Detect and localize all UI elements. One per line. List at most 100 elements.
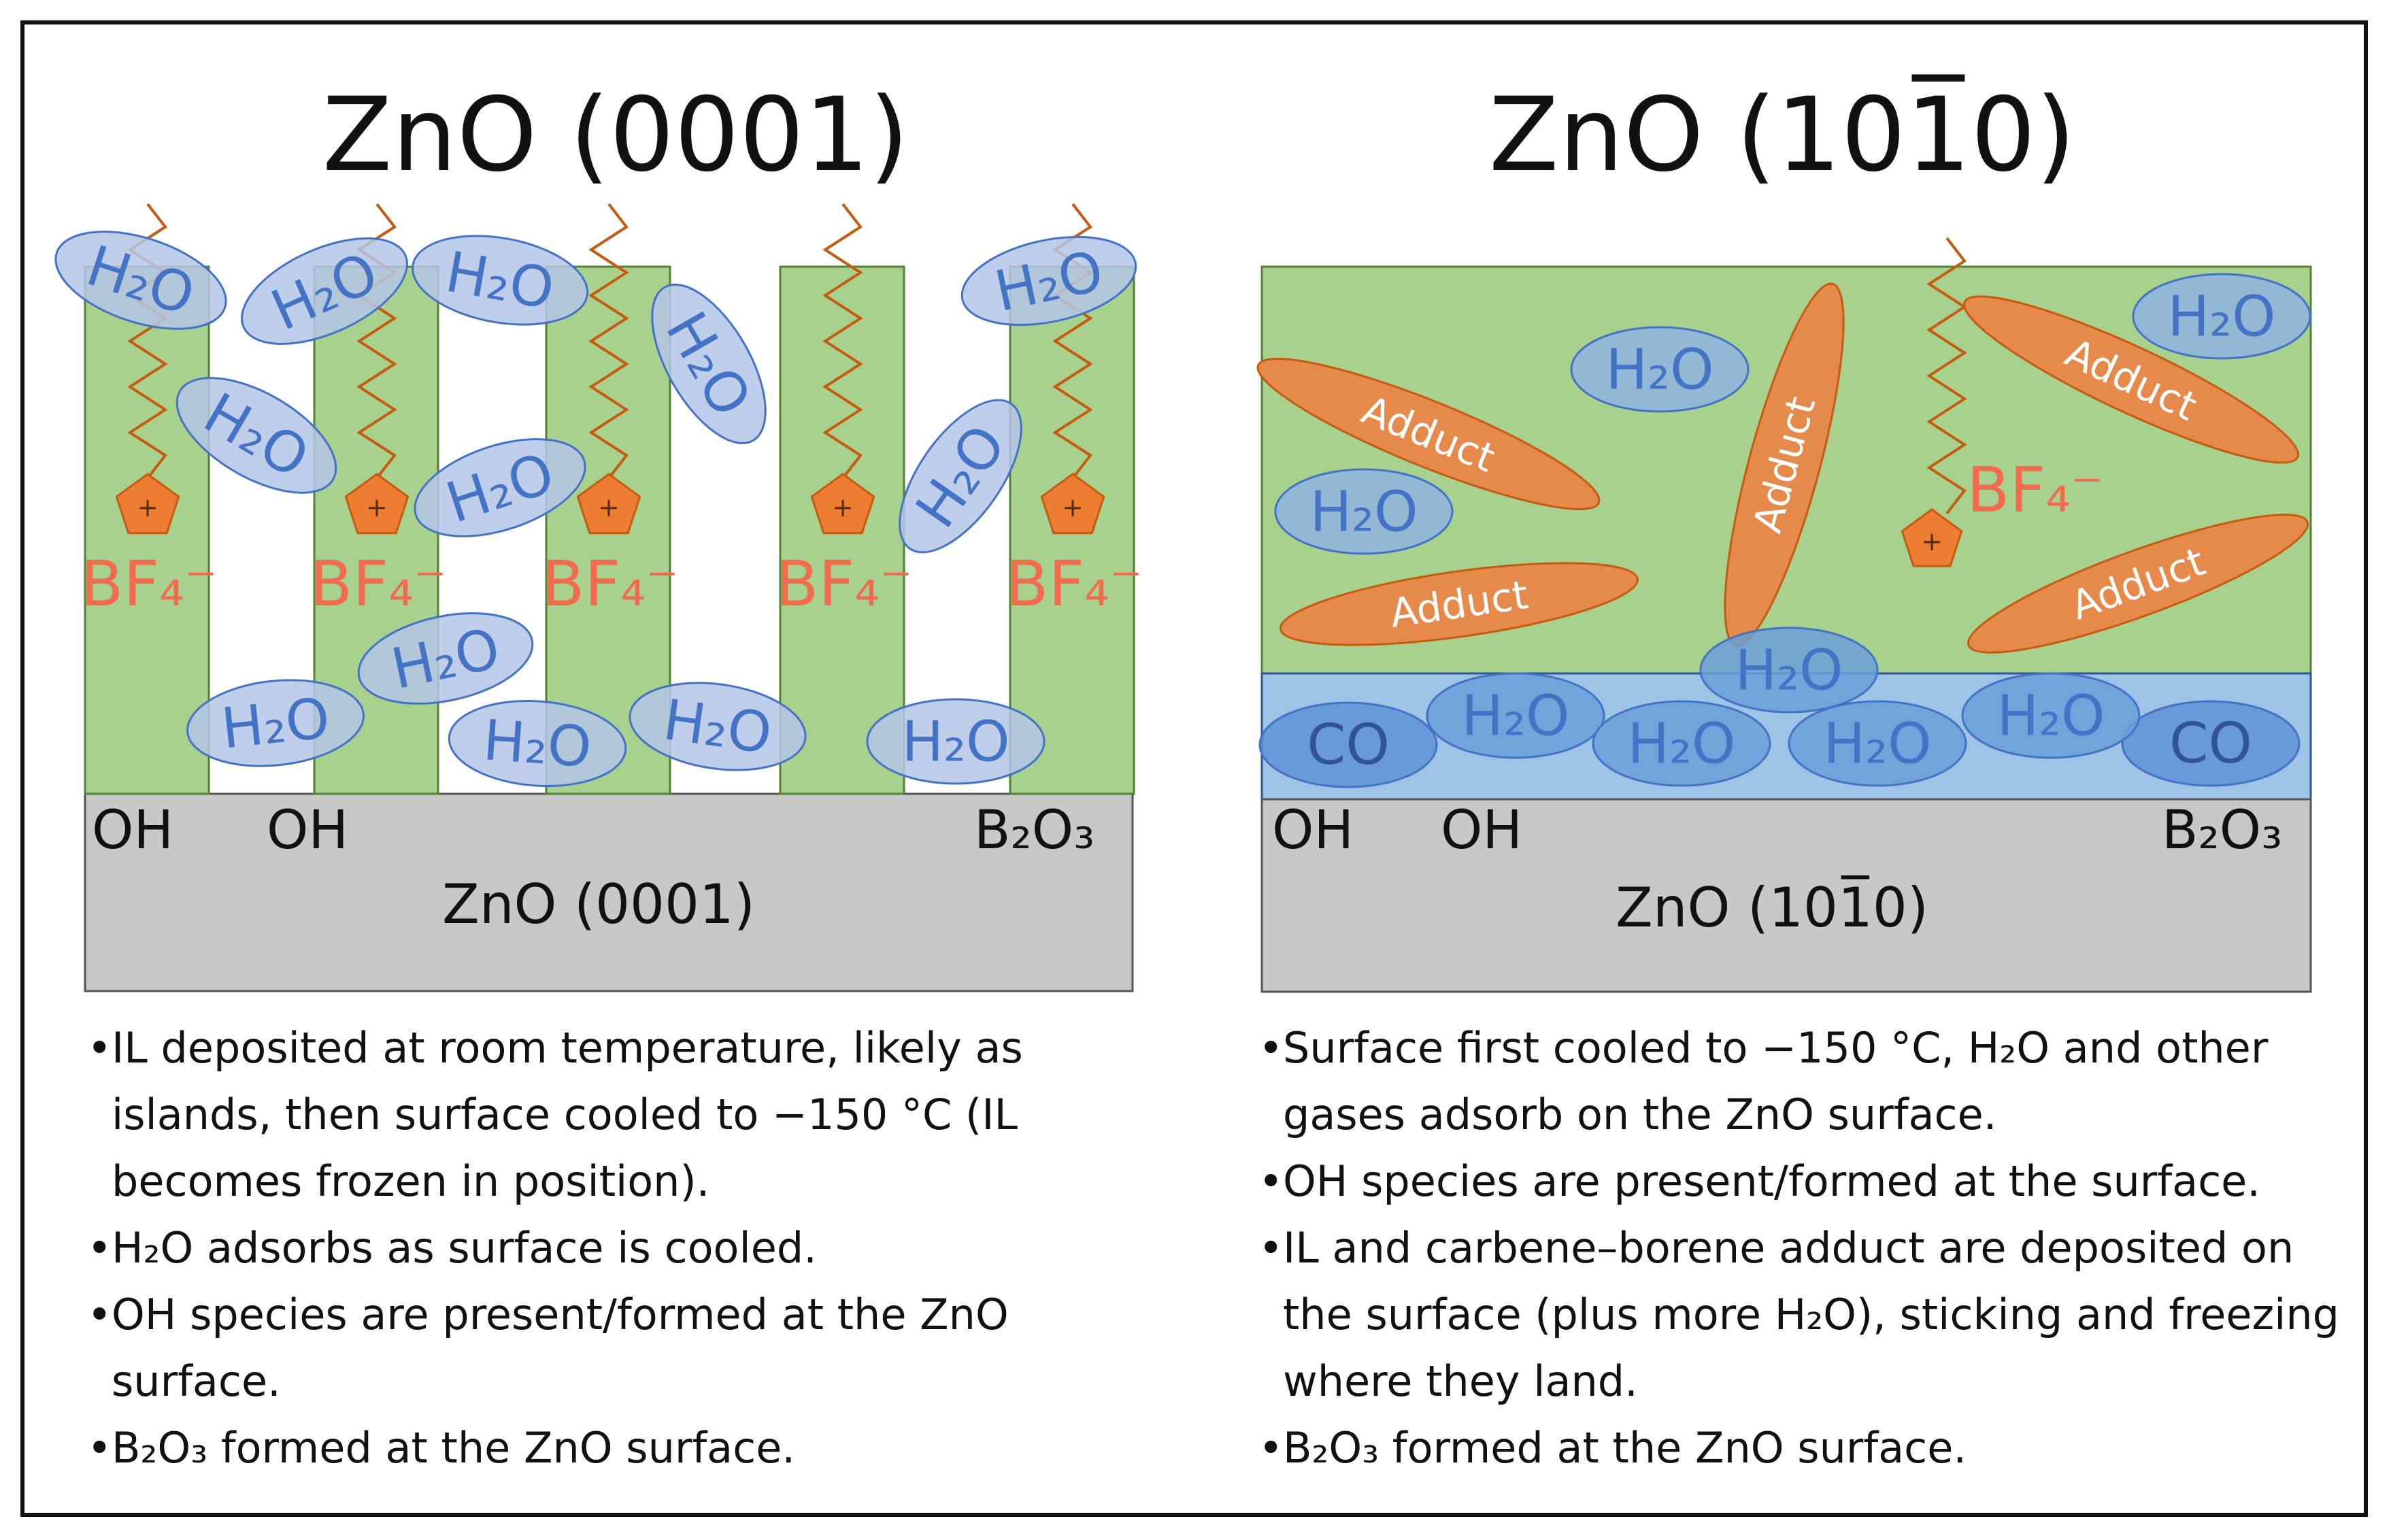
cation-ring <box>115 473 180 535</box>
co-ellipse <box>2121 700 2301 787</box>
adduct-ellipse <box>1962 295 2300 464</box>
anion-label: BF₄⁻ <box>80 548 217 620</box>
cation-ring <box>810 473 875 535</box>
water-ellipse <box>1961 672 2141 759</box>
left-surface-label-b2o3: B₂O₃ <box>974 800 1094 861</box>
water-ellipse <box>2132 273 2311 360</box>
il-columns: +BF₄⁻+BF₄⁻+BF₄⁻+BF₄⁻+BF₄⁻ <box>80 203 1143 795</box>
water-molecule: H₂O <box>2132 273 2311 360</box>
water-label: H₂O <box>1605 338 1713 403</box>
water-molecule: H₂O <box>899 399 1022 554</box>
il-column: + BF₄⁻ <box>80 203 218 795</box>
anion-label: BF₄⁻ <box>775 548 912 620</box>
adduct-ellipse <box>1279 562 1639 646</box>
gas-molecules-right: CO CO <box>1258 700 2301 788</box>
water-ellipse <box>54 231 227 330</box>
water-ellipse <box>1699 626 1879 714</box>
water-label: H₂O <box>439 441 562 536</box>
water-ellipse <box>412 235 588 326</box>
figure-frame <box>20 20 2368 1517</box>
water-molecule: H₂O <box>866 698 1046 785</box>
water-label: H₂O <box>1627 712 1735 777</box>
water-label: H₂O <box>1735 639 1843 703</box>
adduct-ellipse <box>1256 357 1601 511</box>
water-molecule: H₂O <box>448 699 627 788</box>
il-molecule-right: +BF₄⁻ <box>1901 237 2104 567</box>
adduct: Adduct <box>1279 562 1639 646</box>
right-surface-label-oh-2: OH <box>1441 800 1522 861</box>
right-substrate-label: ZnO (101̅0) <box>1616 875 1928 939</box>
cation-charge-label: + <box>1921 526 1943 556</box>
adduct-ellipse <box>1967 514 2309 654</box>
water-ellipse <box>357 612 534 705</box>
left-bullet: H₂O adsorbs as surface is cooled. <box>87 1215 1162 1282</box>
alkyl-chain <box>822 203 863 480</box>
cation-charge-label: + <box>598 492 620 522</box>
co-label: CO <box>1307 713 1390 777</box>
water-ellipse <box>651 283 767 445</box>
water-molecule: H₂O <box>1592 700 1771 787</box>
water-ellipse <box>186 679 365 767</box>
left-panel: ZnO (0001) OH OH B₂O₃ + BF₄⁻ + BF₄⁻ + BF₄⁻ + BF… <box>54 203 1143 992</box>
left-substrate-label: ZnO (0001) <box>442 873 755 936</box>
water-ellipse <box>241 237 408 345</box>
water-ellipse <box>1592 700 1771 787</box>
co-ellipse <box>1258 701 1438 788</box>
cation-charge-label: + <box>366 492 388 522</box>
water-ellipse <box>1788 700 1967 787</box>
water-label: H₂O <box>1309 480 1418 545</box>
left-bullet: B₂O₃ formed at the ZnO surface. <box>87 1415 1162 1482</box>
water-molecule: H₂O <box>1699 626 1879 714</box>
water-molecule: H₂O <box>629 682 807 771</box>
water-molecule: H₂O <box>1274 468 1454 555</box>
water-label: H₂O <box>218 686 333 762</box>
water-label: H₂O <box>901 710 1009 775</box>
water-molecule: H₂O <box>357 612 534 705</box>
water-label: H₂O <box>1823 712 1931 777</box>
co-label: CO <box>2169 712 2252 776</box>
co-molecule: CO <box>2121 700 2301 787</box>
cation-ring <box>1040 473 1105 535</box>
left-bullet: IL deposited at room temperature, likely… <box>87 1015 1162 1215</box>
left-bullet: OH species are present/formed at the ZnO… <box>87 1282 1162 1415</box>
cation-charge-label: + <box>137 492 158 522</box>
water-molecule: H₂O <box>412 235 588 326</box>
water-molecule: H₂O <box>414 438 586 537</box>
water-molecule: H₂O <box>960 235 1137 327</box>
il-column: + BF₄⁻ <box>310 203 447 795</box>
right-bullet: Surface first cooled to −150 °C, H₂O and… <box>1258 1015 2347 1148</box>
cation-charge-label: + <box>832 492 854 522</box>
right-bullet: OH species are present/formed at the sur… <box>1258 1148 2347 1215</box>
anion-label: BF₄⁻ <box>310 548 446 620</box>
anion-label: BF₄⁻ <box>1005 548 1142 620</box>
water-label: H₂O <box>481 708 593 780</box>
anion-label: BF₄⁻ <box>541 548 678 620</box>
water-ellipse <box>899 399 1022 554</box>
water-molecule: H₂O <box>1788 700 1967 787</box>
water-label: H₂O <box>2167 285 2275 350</box>
water-ellipse <box>629 682 807 771</box>
water-molecule: H₂O <box>1570 326 1750 413</box>
left-surface-label-oh-1: OH <box>92 800 173 861</box>
cation-ring <box>576 473 641 535</box>
right-surface-label-b2o3: B₂O₃ <box>2162 800 2282 861</box>
right-substrate <box>1260 798 2312 993</box>
water-ellipse <box>1570 326 1750 413</box>
left-bullet-list: IL deposited at room temperature, likely… <box>87 1015 1162 1482</box>
left-surface-label-oh-2: OH <box>267 800 348 861</box>
water-ellipse <box>1426 672 1605 759</box>
water-ellipse <box>448 699 627 788</box>
water-ellipse <box>175 377 337 494</box>
alkyl-chain <box>1926 237 1967 515</box>
alkyl-chain <box>588 203 629 480</box>
water-molecule: H₂O <box>1961 672 2141 759</box>
right-bullet: B₂O₃ formed at the ZnO surface. <box>1258 1415 2347 1482</box>
water-label: H₂O <box>1996 684 2105 749</box>
right-panel: ZnO (101̅0) OH OH B₂O₃ AdductAdductAdduc… <box>1256 237 2312 993</box>
water-molecule: H₂O <box>651 283 767 445</box>
right-bullet-list: Surface first cooled to −150 °C, H₂O and… <box>1258 1015 2347 1482</box>
